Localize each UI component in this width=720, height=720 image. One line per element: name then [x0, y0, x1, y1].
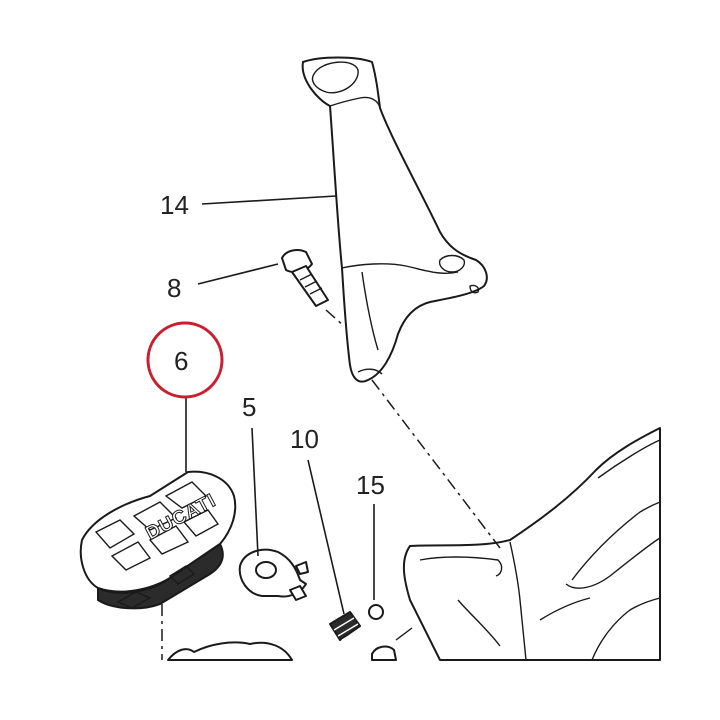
frame-plate[interactable]	[403, 427, 661, 661]
assembly-axis-line	[325, 309, 501, 549]
leader-10	[307, 459, 345, 615]
callout-5: 5	[242, 392, 256, 422]
leader-14	[201, 195, 337, 205]
callout-8: 8	[167, 273, 181, 303]
part-6-footpeg[interactable]: DUCATI	[79, 470, 237, 610]
leader-5	[251, 427, 259, 557]
callout-14: 14	[160, 190, 189, 220]
callout-15: 15	[356, 470, 385, 500]
lower-bracket-fragment	[167, 641, 293, 661]
highlight-circle	[146, 321, 224, 399]
nut-hardware[interactable]	[371, 627, 413, 661]
callout-6: 6	[174, 346, 188, 376]
leader-8	[197, 263, 279, 285]
part-10-spring[interactable]	[329, 611, 361, 641]
callout-10: 10	[290, 424, 319, 454]
part-8-screw[interactable]	[281, 249, 329, 307]
part-15-o-ring[interactable]	[368, 604, 384, 620]
part-5-bushing[interactable]	[238, 548, 309, 601]
part-14-bracket[interactable]	[301, 56, 488, 383]
